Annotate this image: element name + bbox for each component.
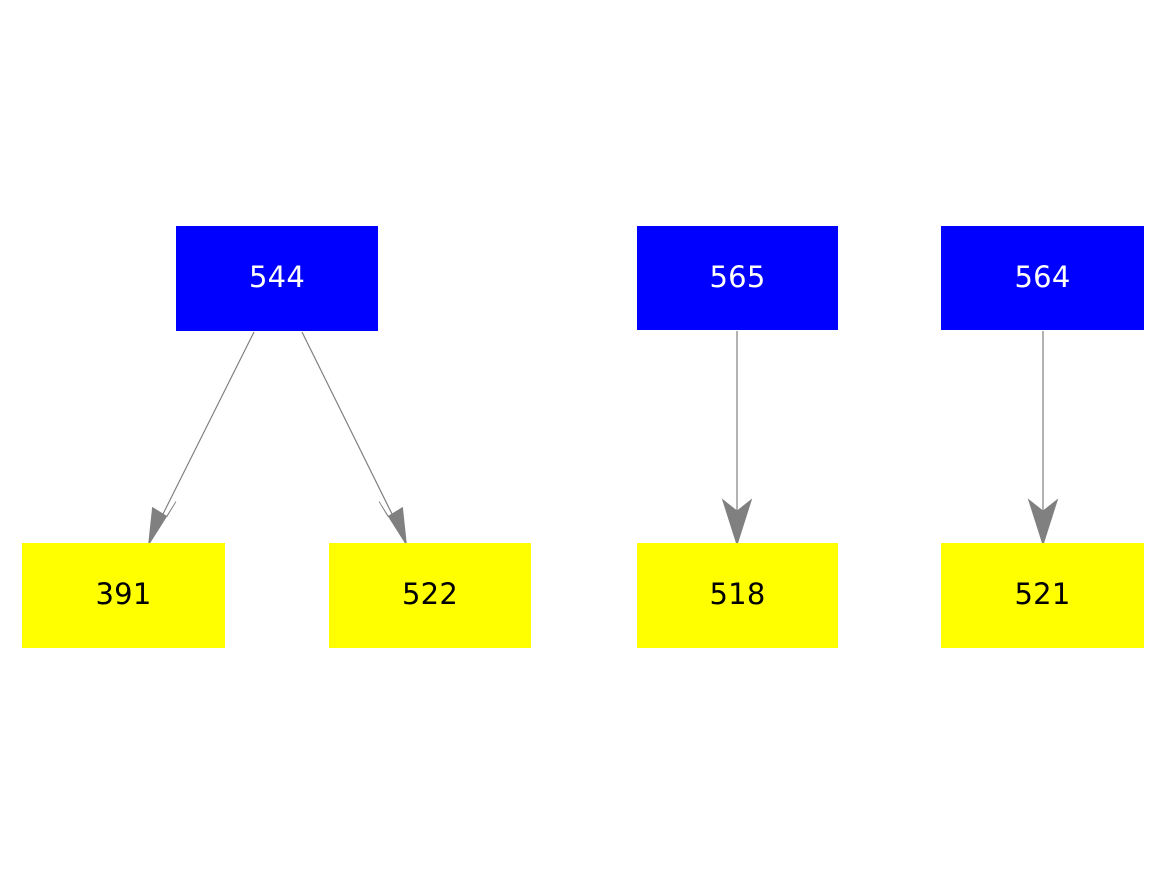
graph-node-518[interactable]: 518 [637,543,838,648]
arrowhead-icon [1027,498,1059,547]
graph-node-565[interactable]: 565 [637,226,838,330]
graph-node-522[interactable]: 522 [329,543,531,648]
edge-line [301,331,395,519]
arrowhead-icon [148,501,177,546]
graph-node-391[interactable]: 391 [22,543,225,648]
arrowhead-icon [721,498,753,547]
edge-544-522 [301,331,407,546]
graph-node-521[interactable]: 521 [941,543,1144,648]
graph-node-label: 522 [402,577,458,611]
graph-node-label: 565 [709,259,766,294]
graph-node-label: 518 [709,577,766,611]
arrowhead-icon [378,501,407,546]
graph-node-label: 564 [1014,259,1071,294]
edge-544-391 [148,331,255,546]
graph-node-564[interactable]: 564 [941,226,1144,330]
graph-node-label: 544 [249,260,305,294]
edge-565-518 [721,331,753,547]
graph-node-544[interactable]: 544 [176,226,378,331]
edge-line [160,331,255,519]
edge-564-521 [1027,331,1059,547]
graph-node-label: 521 [1014,577,1071,611]
graph-node-label: 391 [95,577,152,611]
